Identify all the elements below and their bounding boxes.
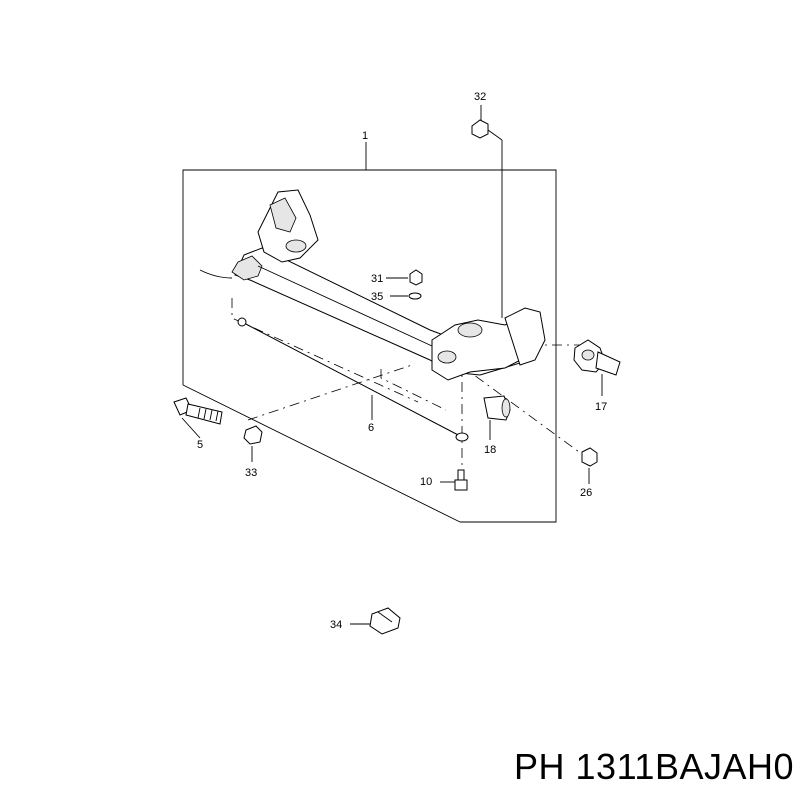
nut-26-part: [581, 447, 598, 484]
callout-33: 33: [245, 467, 257, 479]
callout-31: 31: [371, 273, 383, 285]
callout-34: 34: [330, 619, 342, 631]
callout-labels: 1 32 31 35 17 5 6 18 33 10 26 34: [197, 91, 607, 631]
callout-17: 17: [595, 401, 607, 413]
assembly-frame: [182, 142, 557, 523]
nut-32-part: [471, 105, 503, 141]
part-number-label: PH 1311BAJAH0: [514, 746, 794, 787]
washer-35-part: [390, 292, 422, 300]
nut-31-part: [386, 269, 423, 286]
rod-part: [237, 317, 469, 442]
callout-26: 26: [580, 487, 592, 499]
callout-35: 35: [371, 291, 383, 303]
callout-32: 32: [474, 91, 486, 103]
bolt-10-part: [440, 469, 468, 491]
callout-10: 10: [420, 476, 432, 488]
crossmember-part: [199, 140, 546, 381]
callout-5: 5: [197, 439, 203, 451]
callout-1: 1: [362, 130, 368, 142]
callout-6: 6: [368, 422, 374, 434]
spindle-17-part: [573, 339, 621, 396]
bolt-5-part: [173, 397, 223, 439]
clip-33-part: [243, 425, 263, 462]
clip-34-part: [350, 607, 401, 635]
callout-18: 18: [484, 444, 496, 456]
bushing-18-part: [483, 395, 511, 440]
